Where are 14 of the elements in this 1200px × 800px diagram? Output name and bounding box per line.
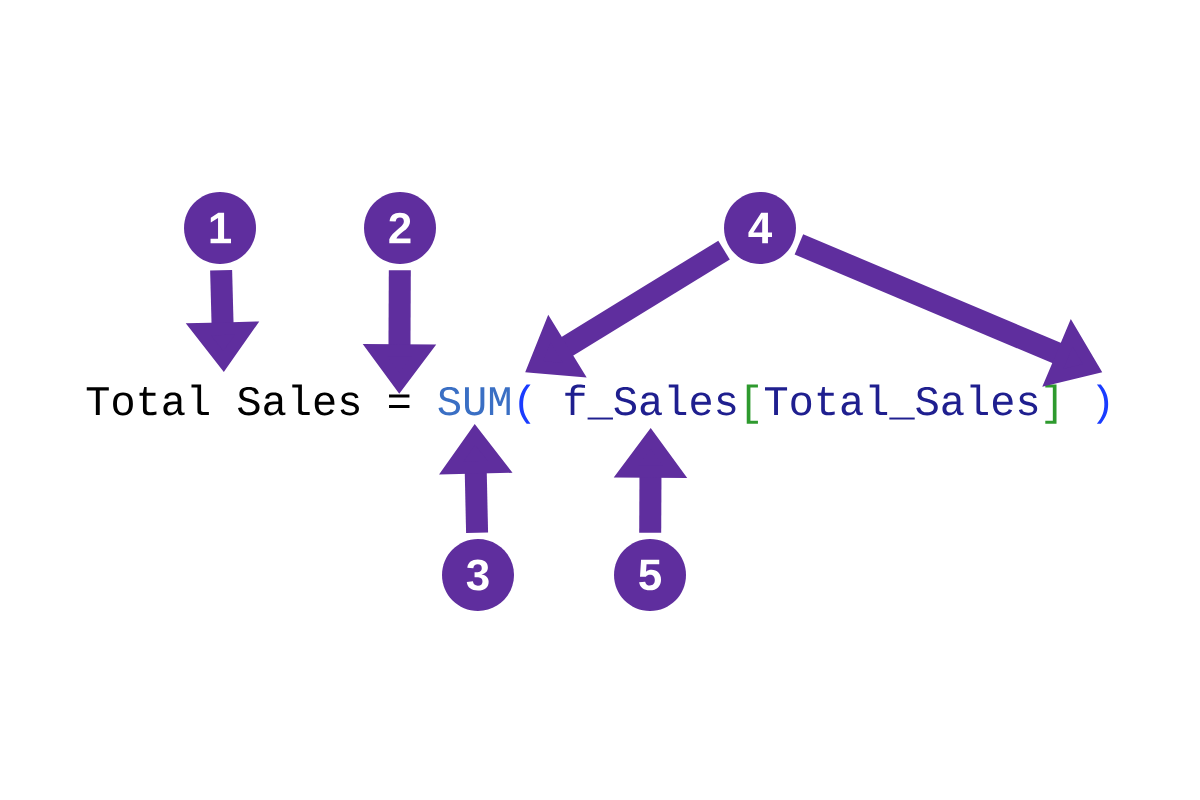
code-text: Total_Sales: [765, 384, 1038, 420]
code-text: [: [746, 384, 758, 424]
code-text: (: [519, 384, 531, 424]
callout-number: 3: [442, 539, 514, 611]
callout-number: 1: [184, 192, 256, 264]
code-text: SUM: [438, 386, 510, 416]
callout-number: 4: [724, 192, 796, 264]
callout-number: 5: [614, 539, 686, 611]
callout-number: 2: [364, 192, 436, 264]
code-text: =: [389, 394, 410, 408]
code-text: Total Sales: [86, 384, 359, 416]
code-text: ): [1096, 384, 1109, 424]
code-text: ]: [1045, 384, 1057, 424]
code-text: f_Sales: [565, 384, 736, 420]
